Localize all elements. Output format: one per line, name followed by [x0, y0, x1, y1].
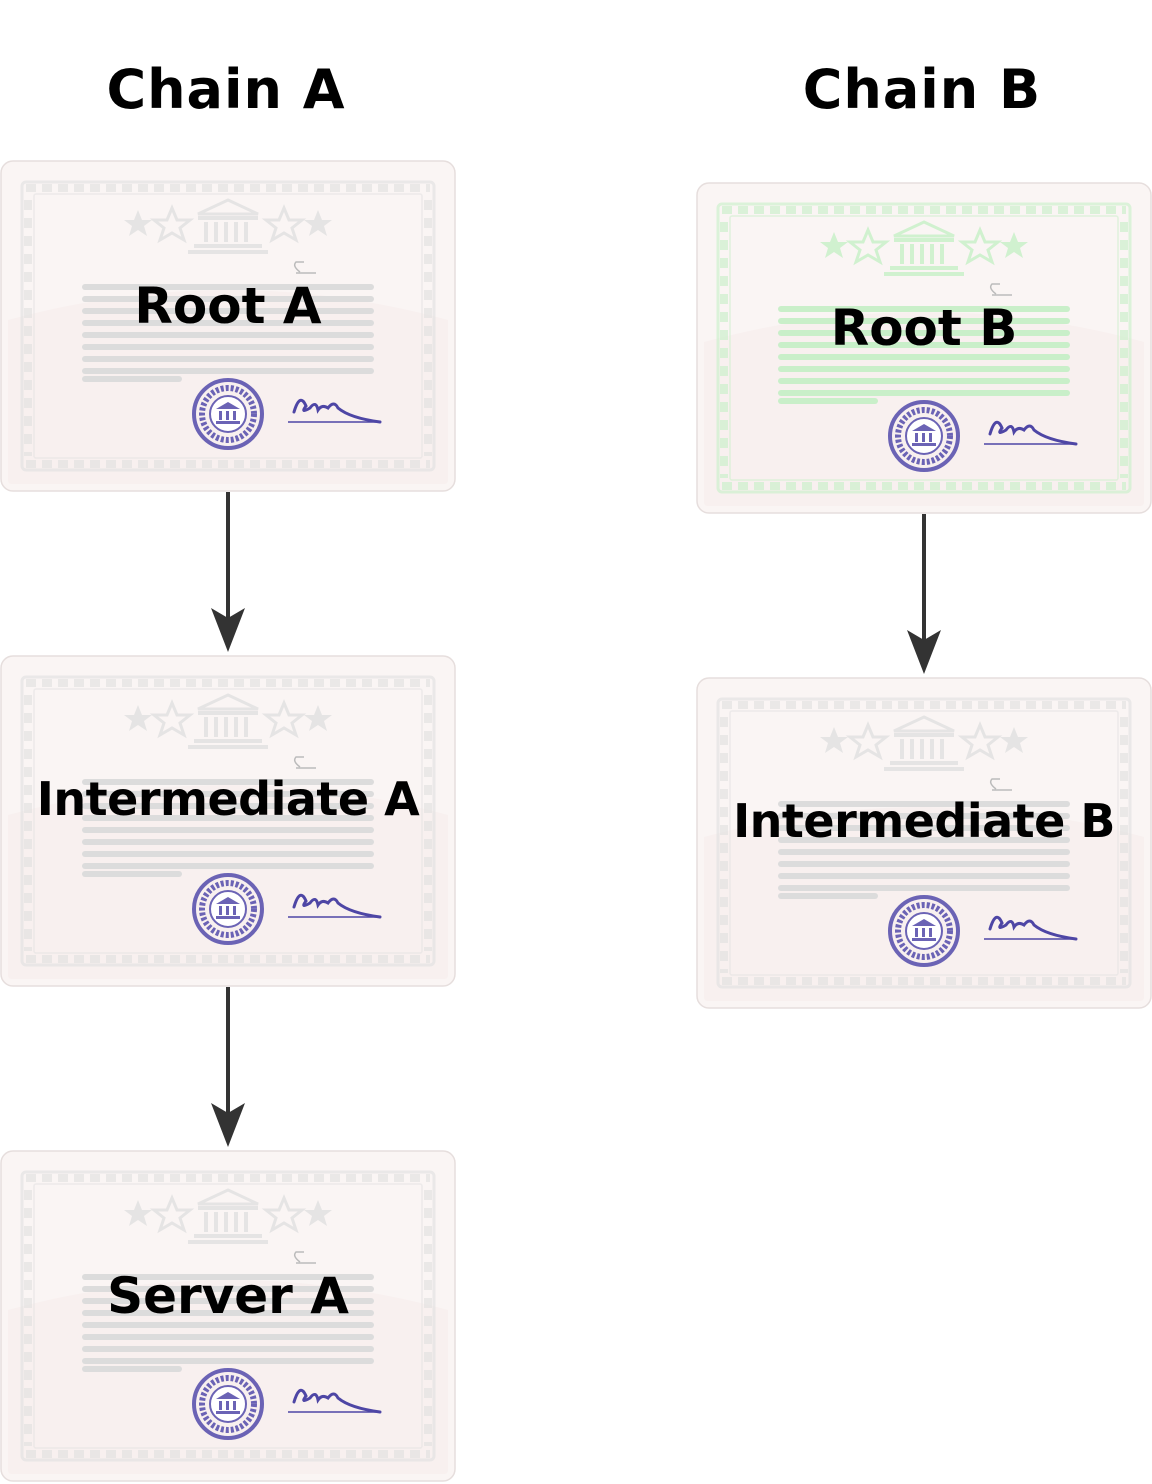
arrow-icon [211, 492, 245, 652]
certificate-intermediate-a: Intermediate A [0, 655, 456, 987]
certificate-server-a: Server A [0, 1150, 456, 1482]
certificate-root-a: Root A [0, 160, 456, 492]
certificate-label: Root B [830, 299, 1018, 357]
arrow-icon [211, 987, 245, 1147]
chain-a-title: Chain A [106, 58, 346, 121]
certificate-label: Root A [134, 277, 322, 335]
certificate-intermediate-b: Intermediate B [696, 677, 1152, 1009]
arrow-icon [907, 514, 941, 674]
chain-b-title: Chain B [802, 58, 1042, 121]
certificate-label: Intermediate B [733, 794, 1115, 848]
certificate-label: Intermediate A [36, 772, 420, 826]
certificate-root-b: Root B [696, 182, 1152, 514]
certificate-label: Server A [107, 1267, 349, 1325]
